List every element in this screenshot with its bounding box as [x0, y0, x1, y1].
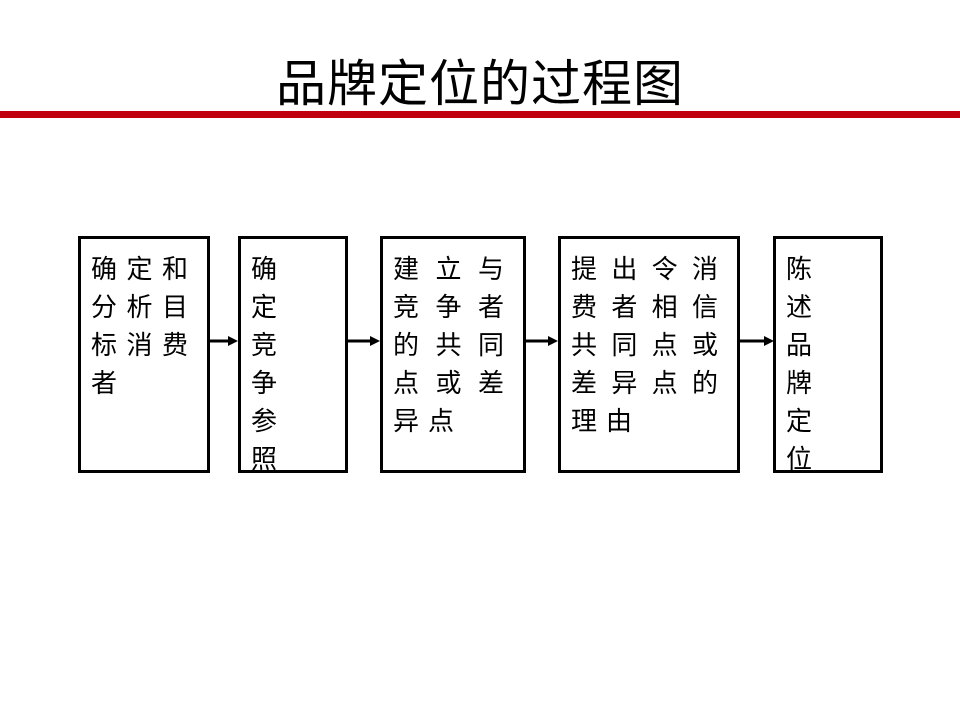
step-text-4: 提出令消费者相信共同点或差异点的理由 — [571, 255, 727, 437]
step-box-1: 确定和分析目标消费者 — [78, 236, 210, 473]
flow-arrow-4 — [740, 336, 774, 346]
step-box-3: 建立与竞争者的共同点或差异点 — [380, 236, 526, 473]
step-text-3: 建立与竞争者的共同点或差异点 — [393, 255, 513, 437]
step-text-2: 确定竞争参照系 — [251, 255, 296, 473]
flow-arrow-1 — [210, 336, 238, 346]
step-box-2: 确定竞争参照系 — [238, 236, 348, 473]
flow-arrow-3 — [526, 336, 558, 346]
step-text-1: 确定和分析目标消费者 — [91, 255, 197, 399]
step-box-5: 陈述品牌定位 — [773, 236, 883, 473]
step-text-5: 陈述品牌定位 — [786, 255, 831, 473]
title-divider — [0, 111, 960, 118]
slide-title: 品牌定位的过程图 — [276, 55, 684, 113]
step-box-4: 提出令消费者相信共同点或差异点的理由 — [558, 236, 740, 473]
flow-arrow-2 — [348, 336, 380, 346]
